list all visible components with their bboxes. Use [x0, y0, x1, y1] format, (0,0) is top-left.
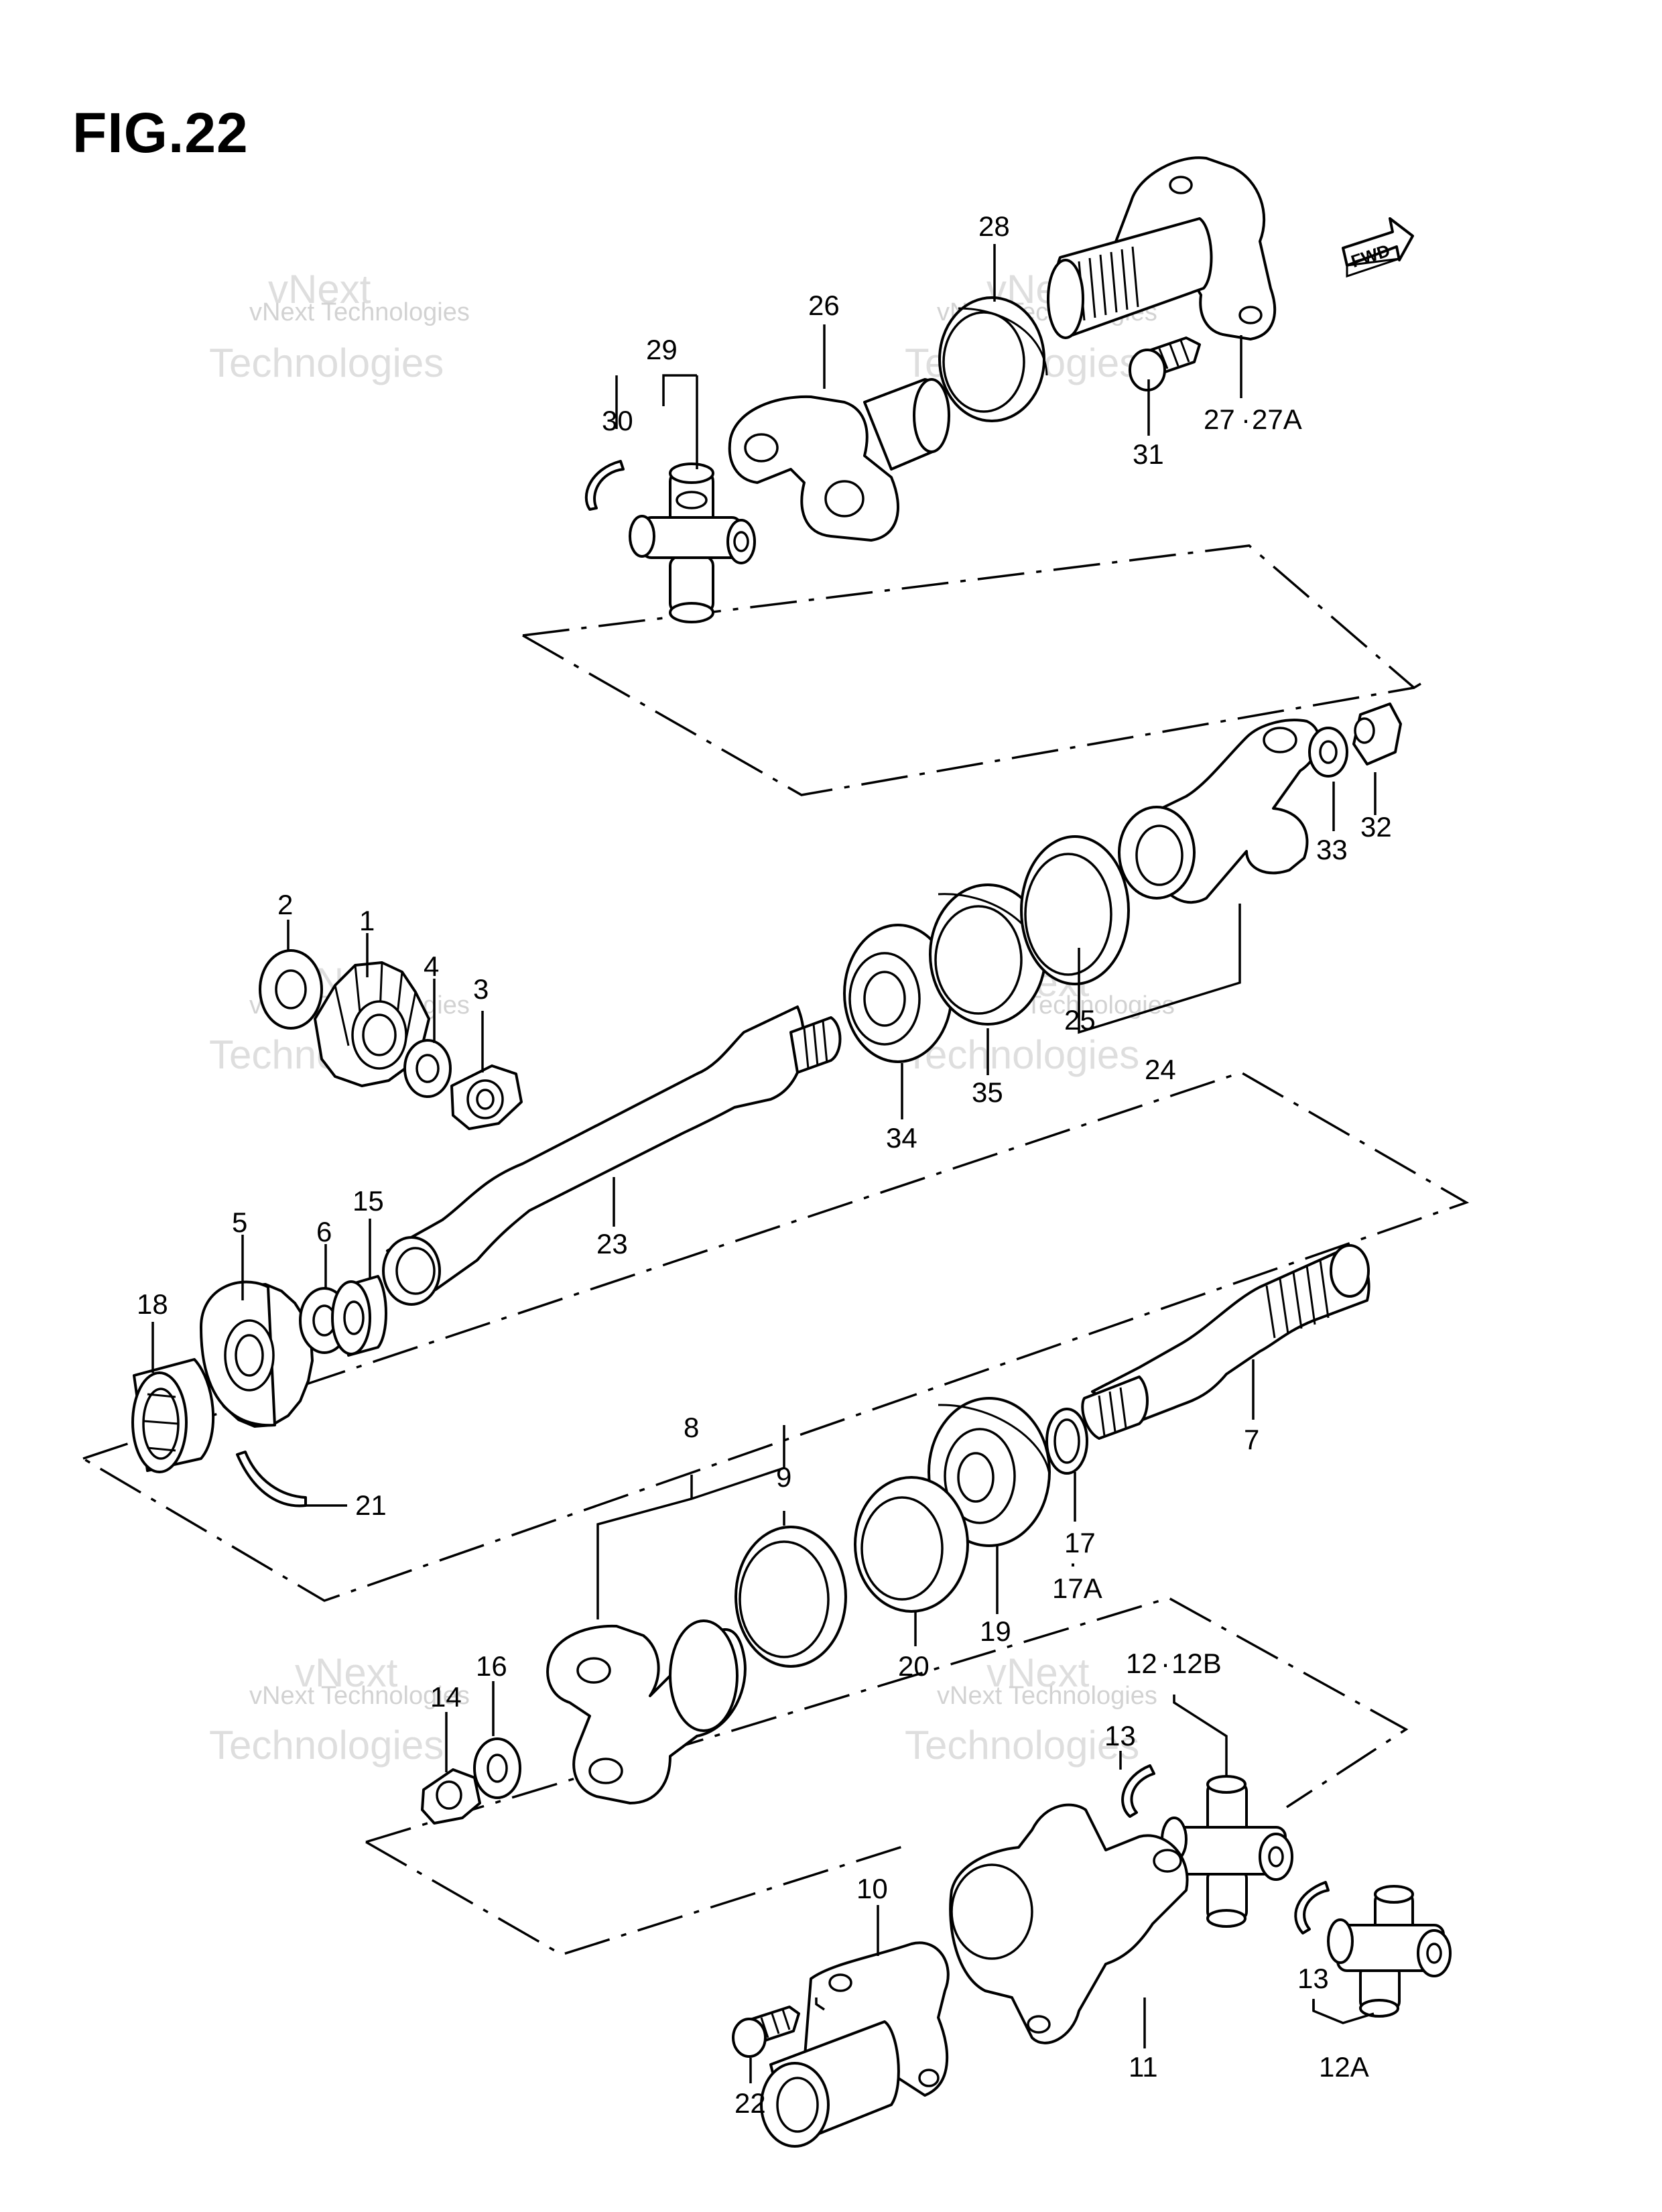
part-13-circlip — [1121, 1764, 1155, 1818]
part-14-nut — [421, 1768, 481, 1825]
part-16-washer — [473, 1737, 521, 1799]
callout-5: 5 — [232, 1207, 247, 1238]
callout-24: 24 — [1145, 1054, 1176, 1085]
callout-17: 17 — [1064, 1527, 1096, 1558]
watermark-text: vNext Technologies — [249, 1682, 470, 1710]
part-12a-universal-joint-cross — [1327, 1885, 1452, 2018]
figure-title: FIG.22 — [72, 101, 249, 164]
part-10-flange — [760, 1941, 950, 2148]
callout-1: 1 — [359, 905, 375, 936]
part-8-yoke — [546, 1619, 747, 1804]
callout-35: 35 — [972, 1077, 1003, 1108]
callout-6: 6 — [316, 1216, 332, 1247]
callout-20: 20 — [898, 1650, 930, 1682]
part-11-flange-yoke — [949, 1803, 1189, 2044]
callout-12a: 12A — [1319, 2051, 1369, 2083]
part-12-universal-joint-cross — [1161, 1775, 1293, 1928]
group-frame-lower — [365, 1597, 1409, 1843]
callout-13: 13 — [1104, 1720, 1136, 1752]
watermark-text: vNext Technologies — [937, 1682, 1157, 1710]
watermark-text: Technologies — [905, 1723, 1139, 1768]
part-35-oil-seal — [929, 883, 1047, 1026]
part-23-propeller-shaft — [382, 1005, 842, 1306]
watermark-text: vNext — [268, 267, 371, 312]
callout-34: 34 — [886, 1122, 917, 1154]
callout-32: 32 — [1360, 811, 1392, 843]
callout-26: 26 — [808, 290, 840, 321]
callout-13: 13 — [1297, 1963, 1329, 1994]
part-5-spur-gear — [200, 1280, 314, 1428]
part-22-bolt — [732, 2006, 800, 2058]
leader-lines — [151, 244, 1377, 2083]
fwd-arrow-badge: FWD — [1342, 217, 1414, 278]
callout-31: 31 — [1133, 438, 1164, 470]
part-34-bearing — [843, 924, 953, 1063]
watermark-text: vNext — [986, 1650, 1090, 1695]
callout-27: 27 — [1204, 404, 1235, 435]
callout-19: 19 — [980, 1615, 1011, 1647]
group-frame-upper — [522, 634, 1415, 796]
part-20-oil-seal — [854, 1476, 969, 1613]
watermark-text: Technologies — [905, 1032, 1139, 1077]
callout-2: 2 — [277, 889, 293, 920]
watermark-text: vNext — [295, 1650, 398, 1695]
part-30-circlip — [584, 460, 625, 511]
part-24-yoke-assembly — [1118, 719, 1320, 904]
part-4-washer — [403, 1039, 452, 1098]
part-15-collar — [331, 1275, 387, 1357]
watermark-text: Technologies — [209, 1723, 444, 1768]
callout-21: 21 — [355, 1489, 387, 1521]
callout-dot-separator: · — [1241, 404, 1251, 435]
part-26-yoke — [728, 378, 950, 542]
watermark-text: vNext Technologies — [249, 298, 470, 326]
watermark-text: Technologies — [209, 341, 444, 385]
part-25-snap-ring — [1020, 835, 1130, 985]
part-29-universal-joint-cross — [629, 463, 756, 623]
part-28-oil-seal — [938, 296, 1048, 422]
part-2-thrust-washer — [259, 949, 323, 1030]
callout-11: 11 — [1129, 2051, 1158, 2083]
part-21-circlip — [236, 1451, 307, 1508]
callout-29: 29 — [646, 334, 678, 365]
callout-10: 10 — [856, 1873, 888, 1904]
part-17-shim — [1045, 1408, 1088, 1475]
part-9-ring — [734, 1526, 847, 1668]
part-13-circlip — [1294, 1881, 1330, 1934]
callout-15: 15 — [353, 1185, 384, 1217]
callout-7: 7 — [1244, 1424, 1259, 1455]
callout-27a: 27A — [1252, 404, 1302, 435]
part-27-output-shaft-flange — [1047, 156, 1277, 341]
callout-22: 22 — [734, 2087, 766, 2119]
callout-12: 12 — [1126, 1648, 1157, 1679]
group-frame-upper — [522, 544, 1421, 690]
callout-dot-separator: · — [1068, 1547, 1078, 1579]
callout-30: 30 — [602, 405, 633, 436]
callout-dot-separator: · — [1161, 1648, 1170, 1679]
part-1-bevel-gear — [314, 961, 430, 1087]
callout-18: 18 — [137, 1288, 168, 1320]
part-32-nut — [1352, 702, 1402, 765]
callout-14: 14 — [430, 1681, 462, 1713]
callout-12b: 12B — [1171, 1648, 1222, 1679]
callout-33: 33 — [1316, 834, 1348, 865]
callout-9: 9 — [776, 1461, 791, 1493]
part-31-bolt — [1129, 336, 1201, 391]
callout-3: 3 — [473, 973, 489, 1005]
callout-16: 16 — [476, 1650, 507, 1682]
callout-23: 23 — [596, 1228, 628, 1259]
part-callouts: 28 26 29 30 31 27 · 27A 32 33 25 24 35 3… — [137, 210, 1392, 2119]
part-3-nut — [450, 1064, 523, 1130]
part-18-needle-bearing — [131, 1358, 215, 1473]
callout-17a: 17A — [1052, 1573, 1102, 1604]
callout-25: 25 — [1064, 1004, 1096, 1036]
callout-28: 28 — [978, 210, 1010, 242]
group-frame-middle — [82, 1071, 1470, 1602]
part-7-drive-shaft — [1081, 1244, 1370, 1440]
group-frame-lower — [365, 1841, 909, 1956]
part-33-washer — [1308, 727, 1348, 778]
callout-4: 4 — [424, 950, 439, 982]
callout-8: 8 — [684, 1412, 699, 1443]
